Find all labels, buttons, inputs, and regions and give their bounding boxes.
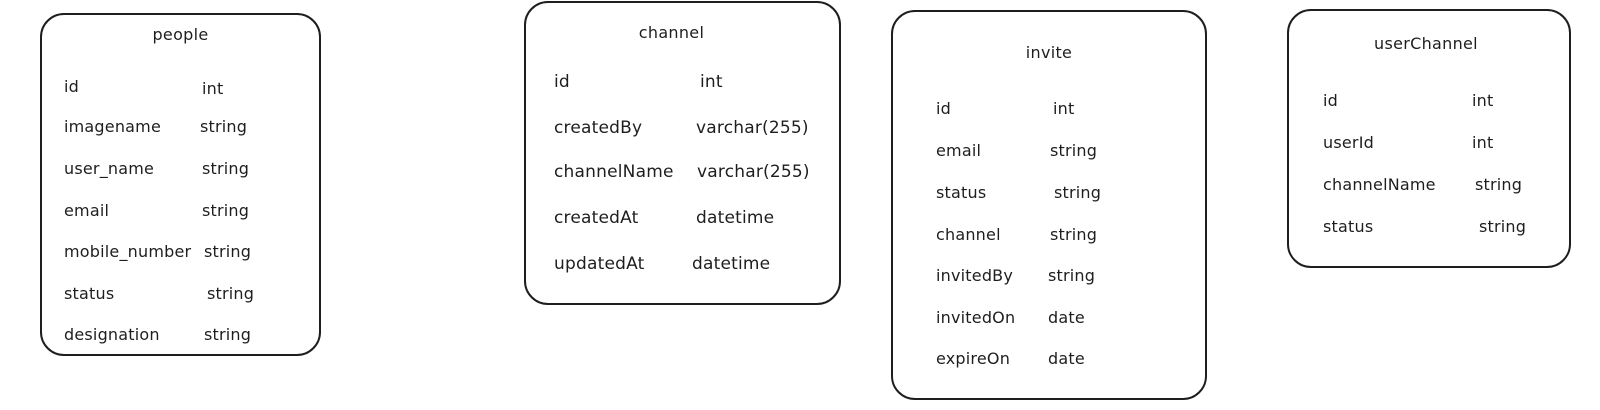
field-type: string bbox=[1050, 141, 1098, 160]
entity-title: people bbox=[152, 25, 209, 44]
field-name: channel bbox=[936, 225, 1001, 244]
field-type: date bbox=[1048, 349, 1085, 368]
field-name: email bbox=[64, 201, 110, 220]
field-type: string bbox=[202, 159, 250, 178]
field-type: string bbox=[204, 242, 252, 261]
field-name: id bbox=[936, 99, 952, 118]
entity-title: channel bbox=[638, 23, 705, 42]
field-type: int bbox=[202, 79, 224, 98]
field-name: createdAt bbox=[554, 208, 639, 228]
field-type: string bbox=[1054, 183, 1102, 202]
field-type: int bbox=[1053, 99, 1075, 118]
field-type: string bbox=[202, 201, 250, 220]
field-name: email bbox=[936, 141, 982, 160]
field-name: channelName bbox=[1323, 175, 1436, 194]
field-name: designation bbox=[64, 325, 160, 344]
entity-userchannel[interactable]: userChannel id int userId int channelName s… bbox=[1287, 9, 1571, 268]
field-name: invitedBy bbox=[936, 266, 1014, 285]
field-type: int bbox=[700, 72, 723, 92]
field-type: datetime bbox=[692, 254, 771, 274]
field-type: string bbox=[1475, 175, 1523, 194]
field-type: varchar(255) bbox=[696, 118, 809, 138]
field-type: string bbox=[1479, 217, 1527, 236]
field-type: string bbox=[1048, 266, 1096, 285]
field-name: id bbox=[64, 77, 80, 96]
entity-channel[interactable]: channel id int createdBy varchar(255) chan… bbox=[524, 1, 841, 305]
field-type: string bbox=[200, 117, 248, 136]
field-type: datetime bbox=[696, 208, 775, 228]
field-name: user_name bbox=[64, 159, 155, 178]
field-name: mobile_number bbox=[64, 242, 192, 261]
field-type: string bbox=[1050, 225, 1098, 244]
field-name: userId bbox=[1323, 133, 1374, 152]
field-type: string bbox=[204, 325, 252, 344]
field-type: int bbox=[1472, 91, 1494, 110]
field-name: expireOn bbox=[936, 349, 1011, 368]
field-name: id bbox=[554, 72, 570, 92]
field-name: id bbox=[1323, 91, 1339, 110]
field-type: varchar(255) bbox=[697, 162, 810, 182]
field-name: channelName bbox=[554, 162, 674, 182]
field-name: updatedAt bbox=[554, 254, 645, 274]
field-name: createdBy bbox=[554, 118, 643, 138]
entity-title: invite bbox=[1025, 43, 1073, 62]
field-name: status bbox=[936, 183, 987, 202]
field-type: string bbox=[207, 284, 255, 303]
field-type: date bbox=[1048, 308, 1085, 327]
field-name: imagename bbox=[64, 117, 162, 136]
field-name: status bbox=[1323, 217, 1374, 236]
entity-invite[interactable]: invite id int email string status string ch… bbox=[891, 10, 1207, 400]
entity-title: userChannel bbox=[1374, 34, 1478, 53]
field-name: invitedOn bbox=[936, 308, 1016, 327]
field-type: int bbox=[1472, 133, 1494, 152]
field-name: status bbox=[64, 284, 115, 303]
